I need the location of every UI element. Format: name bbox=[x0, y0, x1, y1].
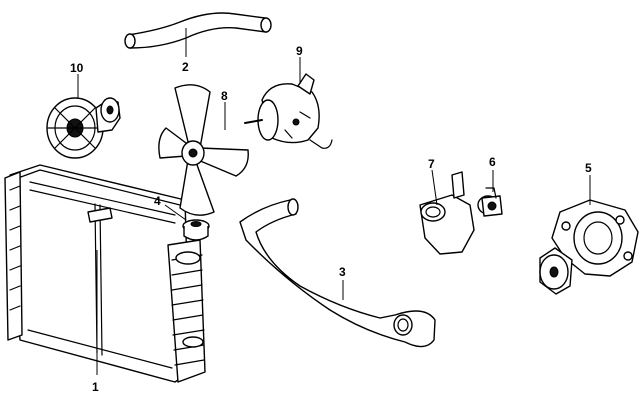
water-pump bbox=[539, 199, 639, 295]
callout-2: 2 bbox=[182, 60, 189, 74]
callout-5: 5 bbox=[585, 161, 592, 175]
lower-hose bbox=[239, 198, 436, 348]
upper-hose bbox=[124, 12, 272, 49]
callout-3: 3 bbox=[339, 265, 346, 279]
callout-4: 4 bbox=[154, 194, 161, 208]
radiator-cap bbox=[182, 219, 210, 241]
thermostat-housing bbox=[419, 171, 475, 255]
radiator bbox=[4, 164, 206, 383]
callout-7: 7 bbox=[428, 157, 435, 171]
callout-10: 10 bbox=[70, 61, 84, 75]
callout-9: 9 bbox=[296, 44, 303, 58]
callout-8: 8 bbox=[221, 89, 228, 103]
thermostat bbox=[477, 187, 503, 217]
fan-blade bbox=[158, 84, 249, 216]
fan-motor bbox=[244, 73, 333, 149]
fan-clutch bbox=[46, 97, 121, 159]
callout-6: 6 bbox=[489, 155, 496, 169]
leader-lines bbox=[77, 28, 591, 375]
callout-1: 1 bbox=[92, 380, 99, 394]
